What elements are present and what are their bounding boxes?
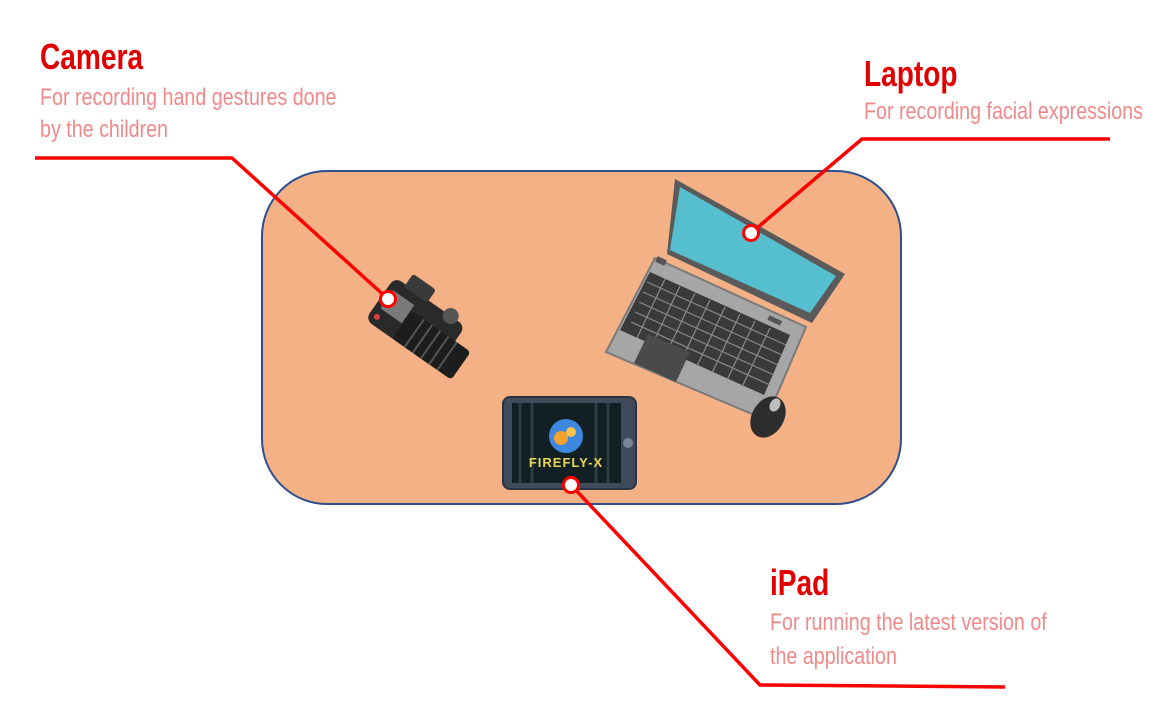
mouse-icon bbox=[750, 396, 786, 438]
ipad-marker bbox=[562, 476, 580, 494]
camera-title: Camera bbox=[40, 36, 144, 77]
ipad-screen-text: FIREFLY-X bbox=[529, 455, 603, 470]
camera-description-line1: For recording hand gestures done bbox=[40, 84, 337, 111]
ipad-leader-line bbox=[569, 483, 1006, 689]
laptop-marker bbox=[742, 224, 760, 242]
camera-description-line2: by the children bbox=[40, 116, 168, 143]
ipad-description-line1: For running the latest version of bbox=[770, 609, 1047, 636]
camera-marker bbox=[379, 290, 397, 308]
ipad-title: iPad bbox=[770, 562, 830, 603]
laptop-title: Laptop bbox=[864, 53, 958, 94]
ipad-description-line2: the application bbox=[770, 643, 897, 670]
camera-leader-line bbox=[35, 156, 390, 301]
laptop-leader-line bbox=[749, 137, 1110, 235]
laptop-description-line1: For recording facial expressions bbox=[864, 98, 1143, 125]
laptop-icon bbox=[604, 179, 845, 422]
ipad-icon: FIREFLY-X bbox=[502, 396, 637, 490]
